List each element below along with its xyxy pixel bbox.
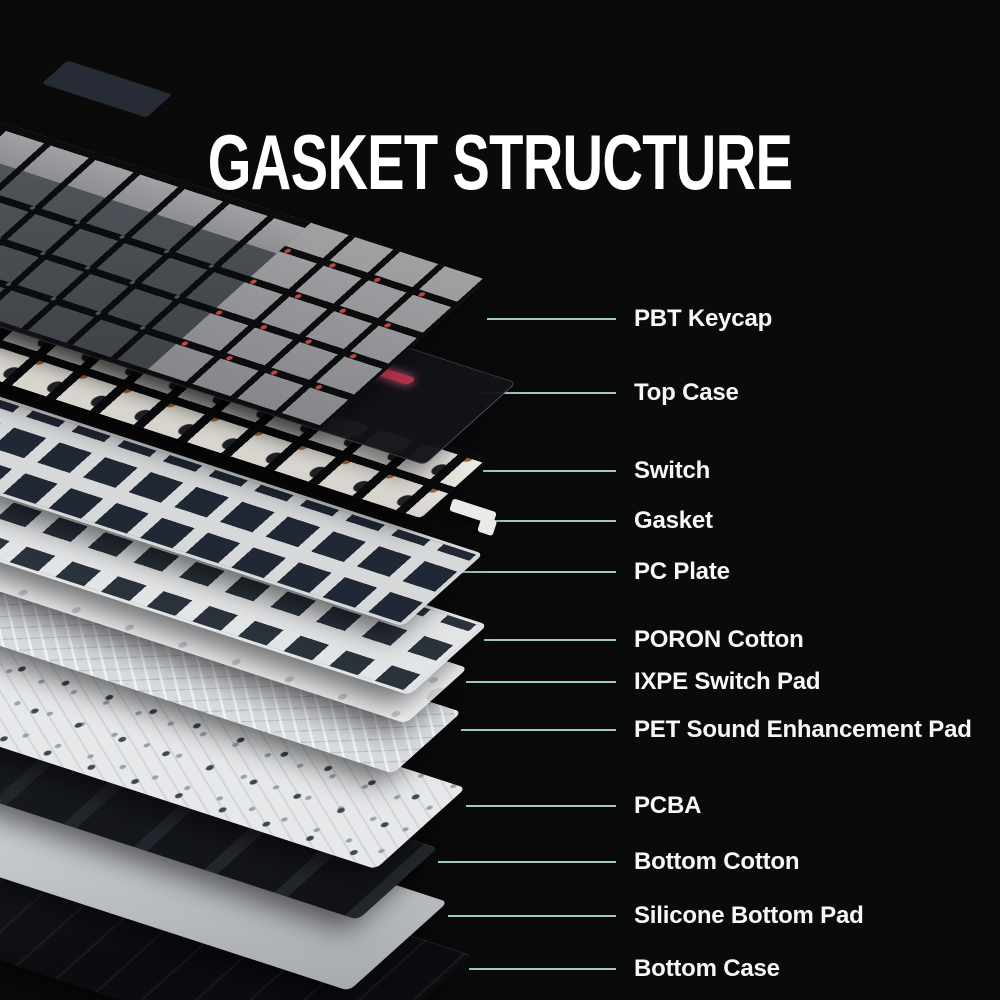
layer-gasket (449, 498, 497, 525)
layer-label: PC Plate (634, 558, 730, 585)
layer-label: Gasket (634, 507, 713, 534)
leader-line (461, 729, 616, 731)
layer-label: PCBA (634, 792, 702, 819)
leader-line (483, 470, 616, 472)
leader-line (494, 520, 616, 522)
leader-line (479, 392, 616, 394)
leader-line (469, 968, 616, 970)
layer-label: Switch (634, 457, 711, 484)
layer-label: PET Sound Enhancement Pad (634, 716, 972, 743)
leader-line (438, 861, 616, 863)
leader-line (487, 318, 616, 320)
top-case-corner-peek (41, 60, 173, 118)
leader-line (448, 915, 616, 917)
layer-label: Top Case (634, 379, 739, 406)
leader-line (443, 571, 616, 573)
layer-label: Bottom Cotton (634, 848, 800, 875)
leader-line (466, 681, 616, 683)
page-title: GASKET STRUCTURE (207, 118, 793, 207)
leader-line (466, 805, 616, 807)
layer-label: Bottom Case (634, 955, 780, 982)
layer-label: IXPE Switch Pad (634, 668, 821, 695)
layer-label: PORON Cotton (634, 626, 804, 653)
leader-line (484, 639, 616, 641)
layer-label: Silicone Bottom Pad (634, 902, 864, 929)
layer-label: PBT Keycap (634, 305, 773, 332)
